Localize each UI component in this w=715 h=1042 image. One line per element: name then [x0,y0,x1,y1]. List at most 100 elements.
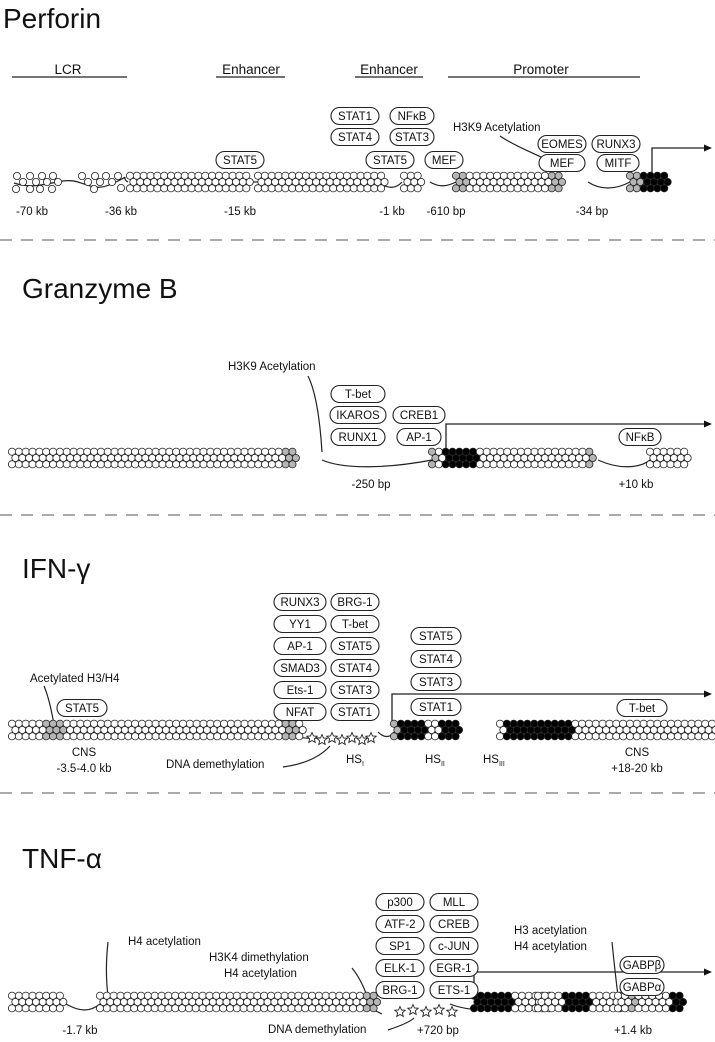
nucleosome [444,732,453,741]
transcription-factor-box: CREB [429,914,479,934]
transcription-factor-box: STAT5 [215,150,265,170]
nucleosome [233,732,242,741]
factor-label: STAT5 [373,155,407,167]
factor-outline [273,702,327,722]
nucleosome [21,1004,30,1013]
factor-outline [330,658,380,678]
nucleosome [588,453,597,462]
transcription-factor-box: STAT1 [410,697,462,717]
nucleosome [35,460,44,469]
arrowhead [704,420,712,428]
nucleosome [301,184,310,193]
nucleosome [205,1004,214,1013]
nucleosome [90,460,99,469]
nucleosome [295,732,304,741]
nucleosome [247,732,256,741]
factor-outline [410,697,462,717]
transcription-factor-box: STAT1 [330,106,380,126]
nucleosome [680,732,689,741]
factor-label: STAT5 [419,631,453,643]
nucleosome [342,1004,351,1013]
factor-outline [396,427,442,447]
factor-label: MEF [432,155,456,167]
nucleosome [288,460,297,469]
transcription-factor-box: EOMES [537,134,587,154]
nucleosome [143,1004,152,1013]
factor-label: RUNX1 [339,432,378,444]
nucleosome [151,460,160,469]
connector-line [429,181,457,187]
nucleosome [239,1004,248,1013]
nucleosome [110,460,119,469]
transcription-start-arrow [651,147,706,176]
nucleosome [619,732,628,741]
transcription-factor-box: STAT3 [389,127,435,147]
position-label: -36 kb [105,206,137,218]
factor-outline [389,127,435,147]
nucleosome [455,460,464,469]
nucleosome [84,177,93,186]
nucleosome [660,171,669,180]
hs-label-3: HSIII [483,754,505,768]
nucleosome [349,1004,358,1013]
factor-outline [330,592,380,612]
nucleosome [301,1004,310,1013]
factor-label: NFκB [626,432,655,444]
nucleosome [266,1004,275,1013]
nucleosome [246,1004,255,1013]
position-label: -34 bp [576,206,609,218]
factor-label: IKAROS [336,410,380,422]
factor-outline [365,150,415,170]
nucleosome [42,1004,51,1013]
annotation-h3-acetylation: H3 acetylation [514,925,587,937]
connector-line [282,745,331,768]
nucleosome [137,460,146,469]
transcription-factor-box: NFAT [273,702,327,722]
nucleosome [648,1004,657,1013]
connector-line [387,1017,415,1031]
nucleosome [7,732,16,741]
nucleosome [12,171,21,180]
nucleosome [110,732,119,741]
nucleosome [274,732,283,741]
nucleosome [537,732,546,741]
factor-outline [618,427,662,447]
transcription-start-arrow [391,693,706,724]
nucleosome [451,732,460,741]
nucleosome [213,732,222,741]
nucleosome [158,460,167,469]
nucleosome [18,177,27,186]
factor-label: NFκB [398,111,427,123]
position-label: -1.7 kb [62,1025,97,1037]
nucleosome [663,177,672,186]
factor-outline [329,405,387,425]
nucleosome [164,1004,173,1013]
factor-outline [215,150,265,170]
factor-label: STAT5 [338,641,372,653]
nucleosome [308,1004,317,1013]
nucleosome [108,177,117,186]
nucleosome [564,732,573,741]
transcription-factor-box: IKAROS [329,405,387,425]
nucleosome [534,184,543,193]
transcription-factor-box: MLL [429,892,479,912]
nucleosome [479,184,488,193]
annotation-h3k9-acetylation: H3K9 Acetylation [228,361,316,373]
demethylation-star [335,733,349,746]
nucleosome [472,184,481,193]
transcription-factor-box: STAT3 [330,680,380,700]
connector-line [587,181,631,189]
factor-label: STAT4 [338,663,373,675]
nucleosome [178,732,187,741]
transcription-factor-box: NFκB [618,427,662,447]
nucleosome [708,732,715,741]
nucleosome [362,1004,371,1013]
factor-label: YY1 [289,619,311,631]
factor-outline [273,658,327,678]
factor-label: EOMES [541,139,583,151]
nucleosome [131,460,140,469]
factor-label: CREB [438,919,470,931]
nucleosome [489,460,498,469]
position-label: CNS [625,747,650,759]
